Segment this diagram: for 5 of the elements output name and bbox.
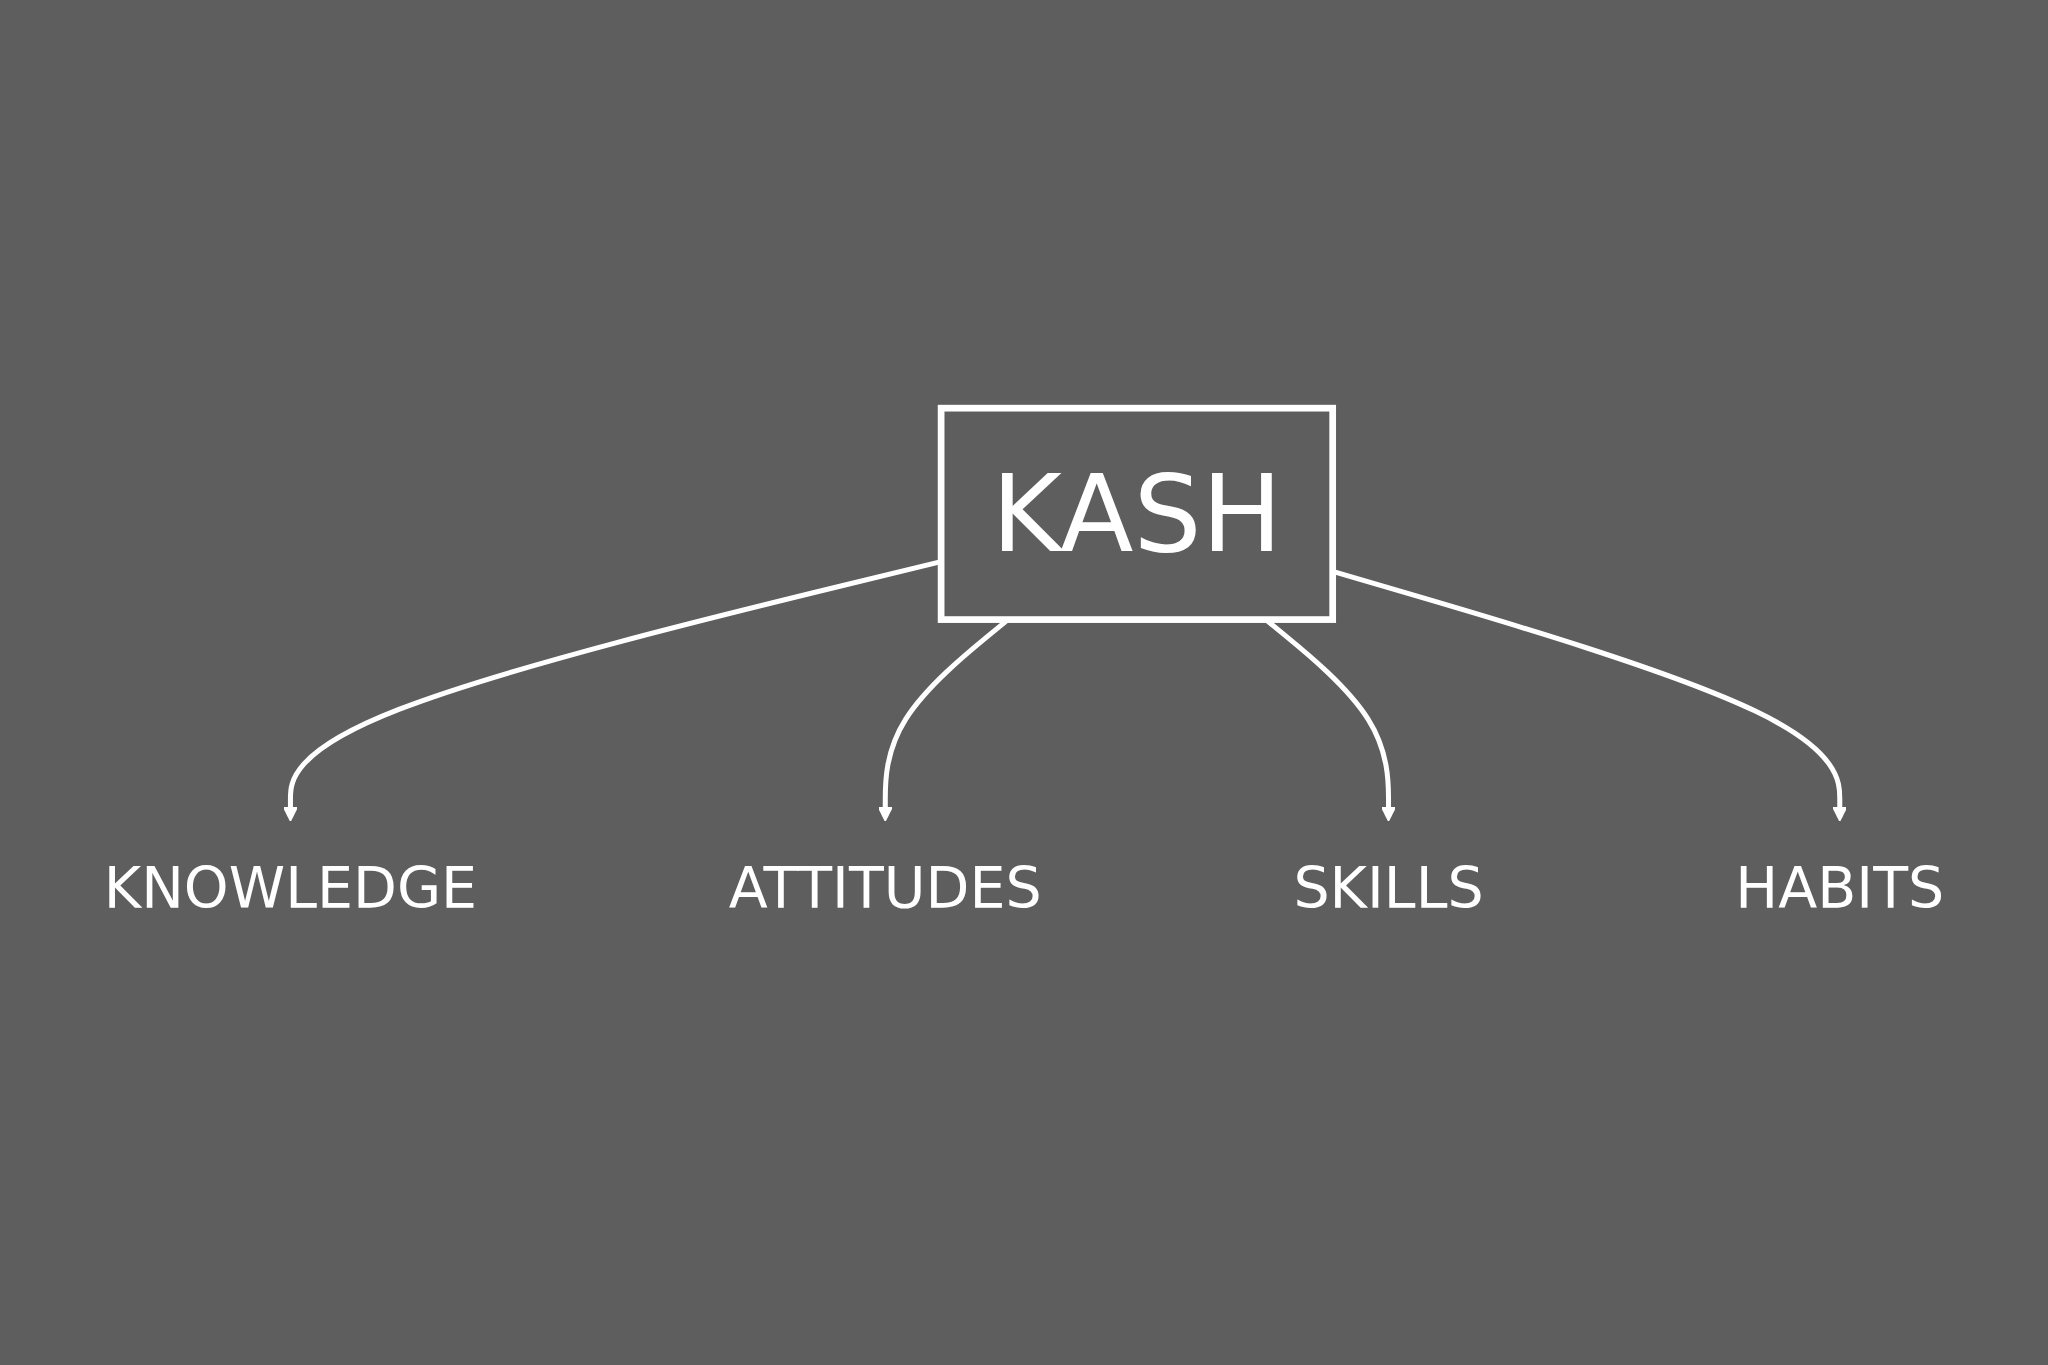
node-text: HABITS	[1735, 854, 1945, 922]
node-box: KASH	[937, 404, 1337, 623]
node-text: ATTITUDES	[728, 854, 1042, 922]
node-text: KNOWLEDGE	[103, 854, 478, 922]
node-text: SKILLS	[1293, 854, 1484, 922]
